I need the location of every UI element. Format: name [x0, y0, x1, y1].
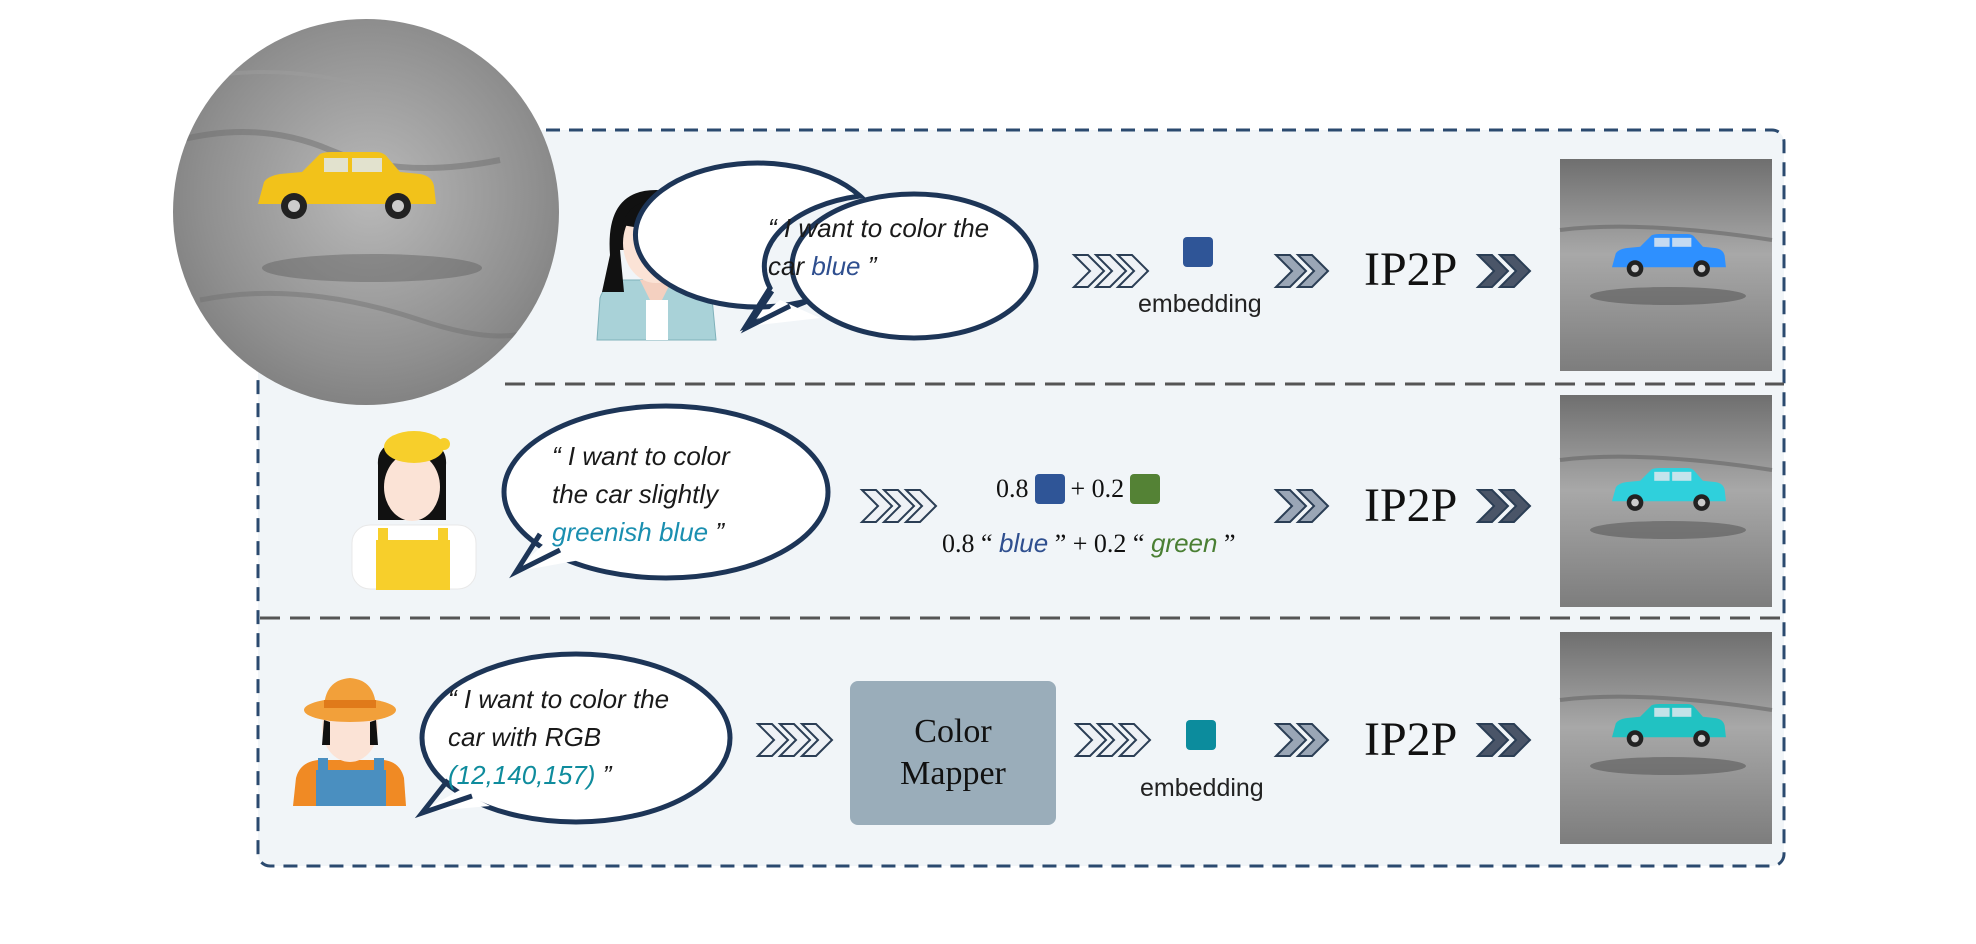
- mix-swatch-green: [1130, 474, 1161, 504]
- speech-bubble-1: [632, 160, 1039, 341]
- quote-close: ”: [715, 517, 725, 547]
- quote-close: ”: [602, 760, 612, 790]
- color-mapper-line1: Color: [914, 713, 992, 750]
- request-line: I want to color the: [463, 684, 670, 714]
- speech-bubble-3: [414, 651, 733, 825]
- request-text-1: “ I want to color the car blue ”: [768, 209, 989, 285]
- ip2p-label-3: IP2P: [1364, 713, 1458, 766]
- mix-word-blue: blue: [999, 528, 1049, 558]
- mix-weights: 0.8 + 0.2: [996, 474, 1161, 504]
- mix-middle: ” + 0.2 “: [1054, 529, 1145, 558]
- ip2p-label-2: IP2P: [1364, 479, 1458, 532]
- rgb-value: (12,140,157): [448, 760, 596, 790]
- mix-suffix: ”: [1223, 529, 1236, 558]
- color-word-blue: blue: [811, 251, 861, 281]
- speech-bubble-2: [501, 403, 831, 581]
- embedding-swatch-3: [1186, 720, 1216, 750]
- request-line: car: [768, 251, 812, 281]
- avatar-farmer: [293, 678, 406, 806]
- quote-open: “: [448, 684, 457, 714]
- mix-prefix: 0.8 “: [942, 529, 993, 558]
- color-mapper-box: Color Mapper: [850, 681, 1056, 825]
- request-text-2: “ I want to color the car slightly green…: [552, 437, 730, 551]
- embedding-swatch-1: [1183, 237, 1213, 267]
- embedding-label-3: embedding: [1140, 774, 1264, 802]
- color-word-greenish-blue: greenish blue: [552, 517, 709, 547]
- color-mapper-line2: Mapper: [900, 755, 1006, 792]
- quote-open: “: [552, 441, 561, 471]
- quote-open: “: [768, 213, 777, 243]
- embedding-label-1: embedding: [1138, 290, 1262, 318]
- request-line: the car slightly: [552, 479, 719, 509]
- mix-word-green: green: [1150, 528, 1218, 558]
- request-line: car with RGB: [448, 722, 602, 752]
- mix-words: 0.8 “ blue ” + 0.2 “ green ”: [942, 528, 1236, 559]
- result-image-1: [1559, 159, 1773, 371]
- avatar-beret-girl: [351, 431, 477, 590]
- weight-2: + 0.2: [1070, 474, 1125, 503]
- source-image: [173, 19, 559, 405]
- weight-1: 0.8: [996, 474, 1029, 503]
- mix-swatch-blue: [1034, 474, 1065, 504]
- ip2p-label-1: IP2P: [1364, 243, 1458, 296]
- request-text-3: “ I want to color the car with RGB (12,1…: [448, 680, 669, 794]
- request-line: I want to color: [567, 441, 730, 471]
- result-image-2: [1559, 395, 1773, 607]
- quote-close: ”: [867, 251, 877, 281]
- result-image-3: [1559, 632, 1773, 844]
- request-line: I want to color the: [783, 213, 990, 243]
